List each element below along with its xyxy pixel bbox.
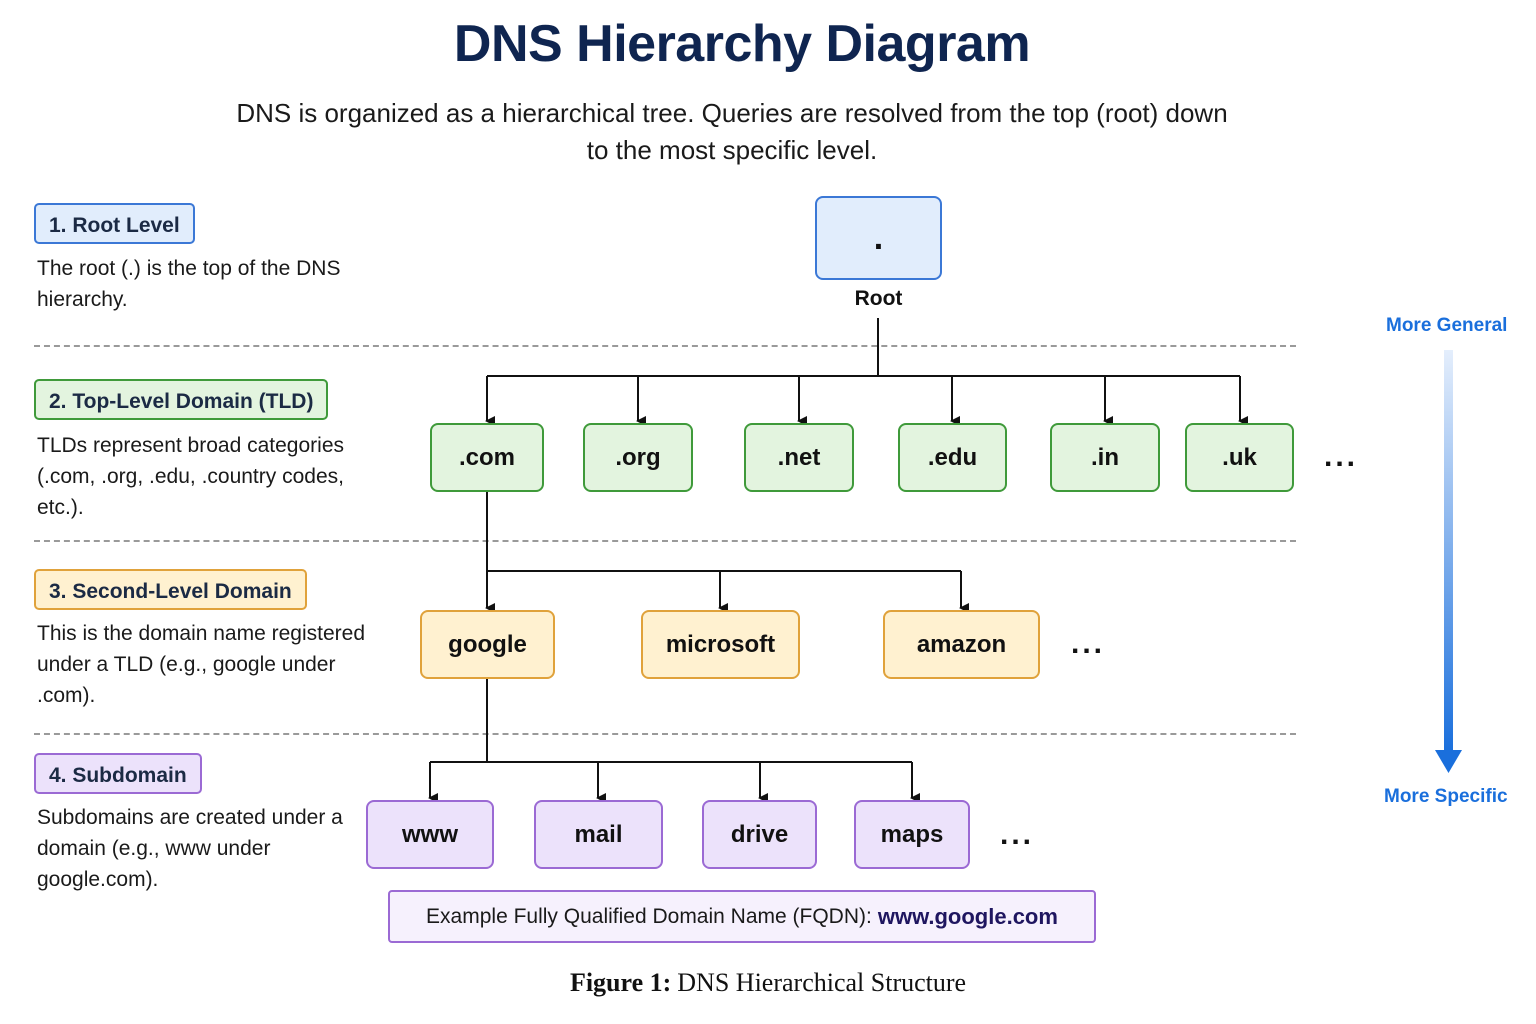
level-badge-second-level: 3. Second-Level Domain	[34, 569, 307, 610]
level-separator	[34, 733, 1296, 735]
level-badge-root: 1. Root Level	[34, 203, 195, 244]
subdomain-node-mail: mail	[534, 800, 663, 869]
level-badge-tld: 2. Top-Level Domain (TLD)	[34, 379, 329, 420]
tld-node-in: .in	[1050, 423, 1160, 492]
level-badge-subdomain: 4. Subdomain	[34, 753, 202, 794]
figure-caption: Figure 1:DNS Hierarchical Structure	[0, 968, 1536, 998]
tld-node-org: .org	[583, 423, 693, 492]
tld-ellipsis: ...	[1324, 440, 1359, 473]
subdomain-node-www: www	[366, 800, 494, 869]
level-separator	[34, 345, 1296, 347]
scale-gradient-bar	[1444, 350, 1453, 752]
tld-node-com: .com	[430, 423, 544, 492]
tld-node-uk: .uk	[1185, 423, 1294, 492]
figure-caption-prefix: Figure 1:	[569, 968, 672, 997]
tld-node-net: .net	[744, 423, 854, 492]
tld-node-edu: .edu	[898, 423, 1007, 492]
diagram-title: DNS Hierarchy Diagram	[453, 15, 1031, 73]
subdomain-node-maps: maps	[854, 800, 970, 869]
scale-label-specific: More Specific	[1384, 786, 1508, 807]
level-desc-tld: TLDs represent broad categories (.com, .…	[37, 434, 344, 519]
level-separator	[34, 540, 1296, 542]
fqdn-value: www.google.com	[877, 903, 1058, 929]
sld-node-amazon: amazon	[883, 610, 1040, 679]
root-node: .	[815, 196, 942, 280]
scale-label-general: More General	[1386, 315, 1508, 336]
root-label: Root	[854, 287, 903, 310]
fqdn-example-box: Example Fully Qualified Domain Name (FQD…	[388, 890, 1096, 943]
subdomain-node-drive: drive	[702, 800, 817, 869]
level-desc-second-level: This is the domain name registered under…	[37, 622, 365, 707]
sld-node-microsoft: microsoft	[641, 610, 800, 679]
scale-arrow-head	[1435, 750, 1462, 773]
diagram-subtitle: DNS is organized as a hierarchical tree.…	[236, 98, 1228, 165]
sld-ellipsis: ...	[1071, 627, 1106, 660]
fqdn-label: Example Fully Qualified Domain Name (FQD…	[426, 904, 872, 928]
sld-node-google: google	[420, 610, 555, 679]
subdomain-ellipsis: ...	[1000, 818, 1035, 851]
level-desc-subdomain: Subdomains are created under a domain (e…	[37, 806, 343, 891]
level-desc-root: The root (.) is the top of the DNS hiera…	[37, 257, 341, 311]
figure-caption-text: DNS Hierarchical Structure	[677, 968, 967, 997]
